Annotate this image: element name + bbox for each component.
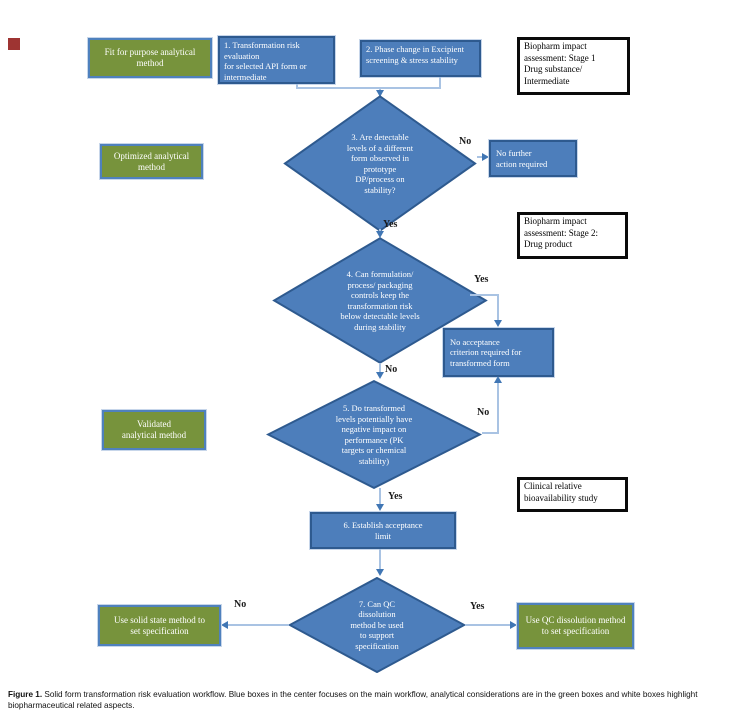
diamond-shape xyxy=(266,380,482,489)
edge-label-no: No xyxy=(234,599,247,610)
clinical-bioavailability-note: Clinical relative bioavailability study xyxy=(517,477,628,512)
connector-line xyxy=(497,294,499,323)
edge-label-yes: Yes xyxy=(383,219,398,230)
connector-line xyxy=(439,77,441,88)
connector-line xyxy=(470,294,498,296)
decision-5-text: 5. Do transformed levels potentially hav… xyxy=(335,403,413,466)
arrowhead-left-icon xyxy=(221,621,228,629)
edge-label-yes: Yes xyxy=(470,601,485,612)
connector-line xyxy=(482,432,499,434)
edge-label-no: No xyxy=(477,407,490,418)
decision-3-text: 3. Are detectable levels of a different … xyxy=(346,132,414,195)
solid-state-method-box: Use solid state method to set specificat… xyxy=(98,605,221,646)
diamond-shape xyxy=(288,577,466,673)
edge-label-no: No xyxy=(385,364,398,375)
connector-line xyxy=(379,488,381,507)
connector-line xyxy=(296,84,298,88)
arrowhead-down-icon xyxy=(376,372,384,379)
arrowhead-down-icon xyxy=(376,231,384,238)
arrowhead-right-icon xyxy=(510,621,517,629)
figure-caption-text: Solid form transformation risk evaluatio… xyxy=(8,690,698,710)
validated-method-box: Validated analytical method xyxy=(102,410,206,450)
decision-7-diamond: 7. Can QC dissolution method be used to … xyxy=(288,577,466,673)
diamond-shape xyxy=(272,237,488,364)
arrowhead-up-icon xyxy=(494,376,502,383)
arrowhead-down-icon xyxy=(376,569,384,576)
figure-caption-label: Figure 1. xyxy=(8,690,43,699)
biopharm-stage1-note: Biopharm impact assessment: Stage 1 Drug… xyxy=(517,37,630,95)
edge-label-yes: Yes xyxy=(388,491,403,502)
qc-dissolution-method-box: Use QC dissolution method to set specifi… xyxy=(517,603,634,649)
no-further-action-box: No further action required xyxy=(489,140,577,177)
arrowhead-down-icon xyxy=(494,320,502,327)
edge-label-no: No xyxy=(459,136,472,147)
figure-caption: Figure 1. Solid form transformation risk… xyxy=(8,690,724,711)
step1-box: 1. Transformation risk evaluation for se… xyxy=(218,36,335,84)
decision-4-diamond: 4. Can formulation/ process/ packaging c… xyxy=(272,237,488,364)
fit-for-purpose-box: Fit for purpose analytical method xyxy=(88,38,212,78)
no-acceptance-criterion-box: No acceptance criterion required for tra… xyxy=(443,328,554,377)
connector-line xyxy=(379,549,381,572)
optimized-method-box: Optimized analytical method xyxy=(100,144,203,179)
decision-5-diamond: 5. Do transformed levels potentially hav… xyxy=(266,380,482,489)
step6-box: 6. Establish acceptance limit xyxy=(310,512,456,549)
decision-3-diamond: 3. Are detectable levels of a different … xyxy=(283,95,477,232)
edge-label-yes: Yes xyxy=(474,274,489,285)
arrowhead-right-icon xyxy=(482,153,489,161)
connector-line xyxy=(296,87,441,89)
biopharm-stage2-note: Biopharm impact assessment: Stage 2: Dru… xyxy=(517,212,628,259)
step2-box: 2. Phase change in Excipient screening &… xyxy=(360,40,481,77)
decision-4-text: 4. Can formulation/ process/ packaging c… xyxy=(340,269,420,332)
red-marker-icon xyxy=(8,38,20,50)
connector-line xyxy=(497,382,499,434)
arrowhead-down-icon xyxy=(376,90,384,97)
connector-line xyxy=(465,624,512,626)
connector-line xyxy=(477,156,485,158)
connector-line xyxy=(226,624,289,626)
arrowhead-down-icon xyxy=(376,504,384,511)
connector-line xyxy=(379,363,381,375)
decision-7-text: 7. Can QC dissolution method be used to … xyxy=(350,598,404,651)
